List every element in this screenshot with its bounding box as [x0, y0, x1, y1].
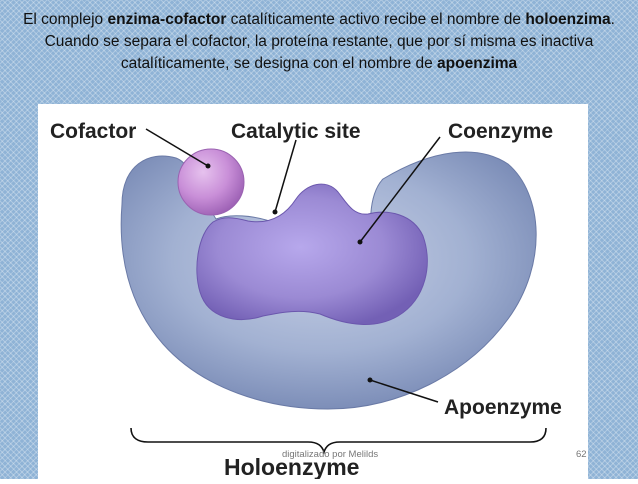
intro-text: El complejo enzima-cofactor catalíticame… — [18, 9, 620, 75]
diagram-panel: Cofactor Catalytic site Coenzyme Apoenzy… — [38, 104, 588, 480]
cofactor-leader — [145, 128, 209, 167]
cofactor-leader-dot — [205, 163, 211, 169]
holoenzyme-bracket — [130, 427, 547, 455]
footer-credit: digitalizado por Melilds — [282, 449, 379, 460]
label-apoenzyme: Apoenzyme — [444, 396, 562, 419]
page-number: 62 — [576, 449, 587, 460]
coenzyme-leader-dot — [357, 239, 363, 245]
term-apoenzyme: apoenzima — [437, 55, 518, 72]
apoenzyme-leader — [369, 379, 439, 403]
cofactor-shape — [177, 148, 245, 216]
term-enzyme-cofactor: enzima-cofactor — [107, 11, 227, 28]
coenzyme-shape — [196, 183, 428, 325]
catalytic-site-leader-dot — [272, 209, 278, 215]
label-coenzyme: Coenzyme — [448, 120, 553, 143]
intro-text-part: . Cuando se separa el cofactor, la prote… — [44, 11, 615, 72]
holoenzyme-diagram: Cofactor Catalytic site Coenzyme Apoenzy… — [50, 120, 562, 480]
label-holoenzyme: Holoenzyme — [224, 454, 359, 479]
coenzyme-leader — [359, 136, 441, 243]
intro-text-part: El complejo — [23, 11, 108, 28]
intro-text-part: catalíticamente activo recibe el nombre … — [226, 11, 526, 28]
label-cofactor: Cofactor — [50, 120, 136, 143]
label-catalytic-site: Catalytic site — [231, 120, 361, 143]
catalytic-site-leader — [274, 139, 297, 213]
apoenzyme-leader-dot — [367, 377, 373, 383]
term-holoenzyme: holoenzima — [525, 11, 611, 28]
